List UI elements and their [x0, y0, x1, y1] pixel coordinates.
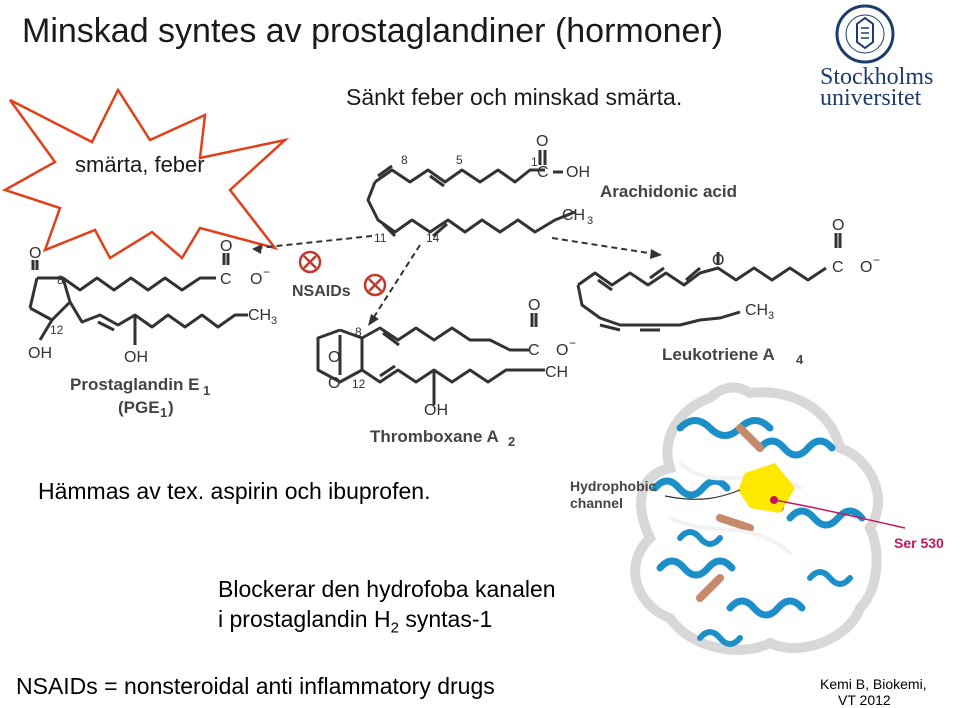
atom-sub3: 3 — [768, 310, 774, 322]
pain-fever-burst — [1, 87, 290, 260]
atom-O: O — [536, 133, 548, 150]
atom-OH: OH — [124, 349, 148, 366]
block-line-1: Blockerar den hydrofoba kanalen — [218, 576, 556, 602]
course-credit-line2: VT 2012 — [838, 692, 891, 708]
block-line-2-end: syntas-1 — [398, 606, 493, 632]
logo-line1: Stockholms — [820, 64, 933, 90]
arachidonic-acid-label: Arachidonic acid — [600, 182, 737, 201]
leukotriene-label-sub: 4 — [796, 352, 804, 367]
atom-O: O — [328, 375, 340, 392]
atom-OH: OH — [424, 402, 448, 419]
leukotriene-label: Leukotriene A — [662, 345, 775, 364]
slide-subtitle: Sänkt feber och minskad smärta. — [346, 84, 683, 110]
hydrophobic-channel-highlight — [738, 463, 795, 513]
atom-O: O — [328, 349, 340, 366]
carbon-number: 11 — [374, 231, 387, 245]
atom-O-minus: O — [860, 259, 872, 276]
carbon-number: 8 — [355, 325, 362, 339]
carbon-number: 8 — [57, 273, 64, 287]
university-seal-icon — [835, 4, 895, 64]
logo-line2: universitet — [820, 85, 922, 111]
atom-O-minus: O — [556, 342, 568, 359]
carbon-number: 1 — [531, 155, 538, 169]
atom-minus: − — [263, 265, 270, 279]
block-line-2-text: i prostaglandin H — [218, 606, 391, 632]
atom-CH3: CH — [248, 307, 271, 324]
atom-C: C — [220, 271, 232, 288]
cox1-protein-structure: Hydrophobic channel Ser 530 — [570, 382, 944, 655]
burst-label: smärta, feber — [75, 152, 205, 177]
hydrophobic-label-line2: channel — [570, 495, 623, 511]
block-line-2: i prostaglandin H2 syntas-1 — [218, 606, 492, 637]
hydrophobic-label-line1: Hydrophobic — [570, 478, 657, 494]
carbon-number: 14 — [426, 231, 440, 245]
carbon-number: 5 — [456, 153, 463, 167]
atom-O: O — [29, 245, 41, 262]
nsaids-label: NSAIDs — [292, 283, 351, 300]
block-line-2-sub: 2 — [390, 619, 399, 637]
pge1-label-paren: ) — [168, 398, 174, 417]
atom-CH3: CH — [745, 302, 768, 319]
atom-C: C — [528, 342, 540, 359]
carbon-number: 8 — [401, 153, 408, 167]
course-credit-line1: Kemi B, Biokemi, — [820, 676, 927, 692]
pge1-label-sub: 1 — [203, 383, 210, 398]
atom-O: O — [220, 238, 232, 255]
atom-minus: − — [569, 336, 576, 350]
atom-sub3: 3 — [271, 315, 277, 327]
inhibition-note: Hämmas av tex. aspirin och ibuprofen. — [38, 478, 431, 504]
atom-CH3: CH — [562, 207, 585, 224]
pge1-label-line2: (PGE — [118, 398, 160, 417]
atom-O: O — [528, 297, 540, 314]
atom-minus: − — [873, 253, 880, 267]
atom-O-minus: O — [250, 271, 262, 288]
protein-ribbon — [630, 382, 884, 655]
pge1-label-line1: Prostaglandin E — [70, 375, 199, 394]
chemistry-diagram: O C OH CH 3 O O C O − CH 3 OH OH O O O C… — [28, 133, 880, 449]
pge1-label-sub: 1 — [160, 405, 167, 420]
footer-definition: NSAIDs = nonsteroidal anti inflammatory … — [16, 673, 495, 699]
carbon-number: 12 — [50, 323, 64, 337]
thromboxane-label: Thromboxane A — [370, 427, 499, 446]
atom-OH: OH — [28, 345, 52, 362]
university-logo: Stockholms universitet — [820, 4, 933, 111]
carbon-number: 12 — [352, 377, 366, 391]
atom-O: O — [832, 217, 844, 234]
thromboxane-label-sub: 2 — [508, 434, 515, 449]
atom-OH: OH — [566, 164, 590, 181]
atom-CH: CH — [545, 364, 568, 381]
ser530-label: Ser 530 — [894, 535, 944, 551]
atom-C: C — [832, 259, 844, 276]
atom-C: C — [537, 164, 549, 181]
atom-sub3: 3 — [587, 215, 593, 227]
slide-title: Minskad syntes av prostaglandiner (hormo… — [22, 12, 724, 50]
atom-O: O — [712, 252, 724, 269]
